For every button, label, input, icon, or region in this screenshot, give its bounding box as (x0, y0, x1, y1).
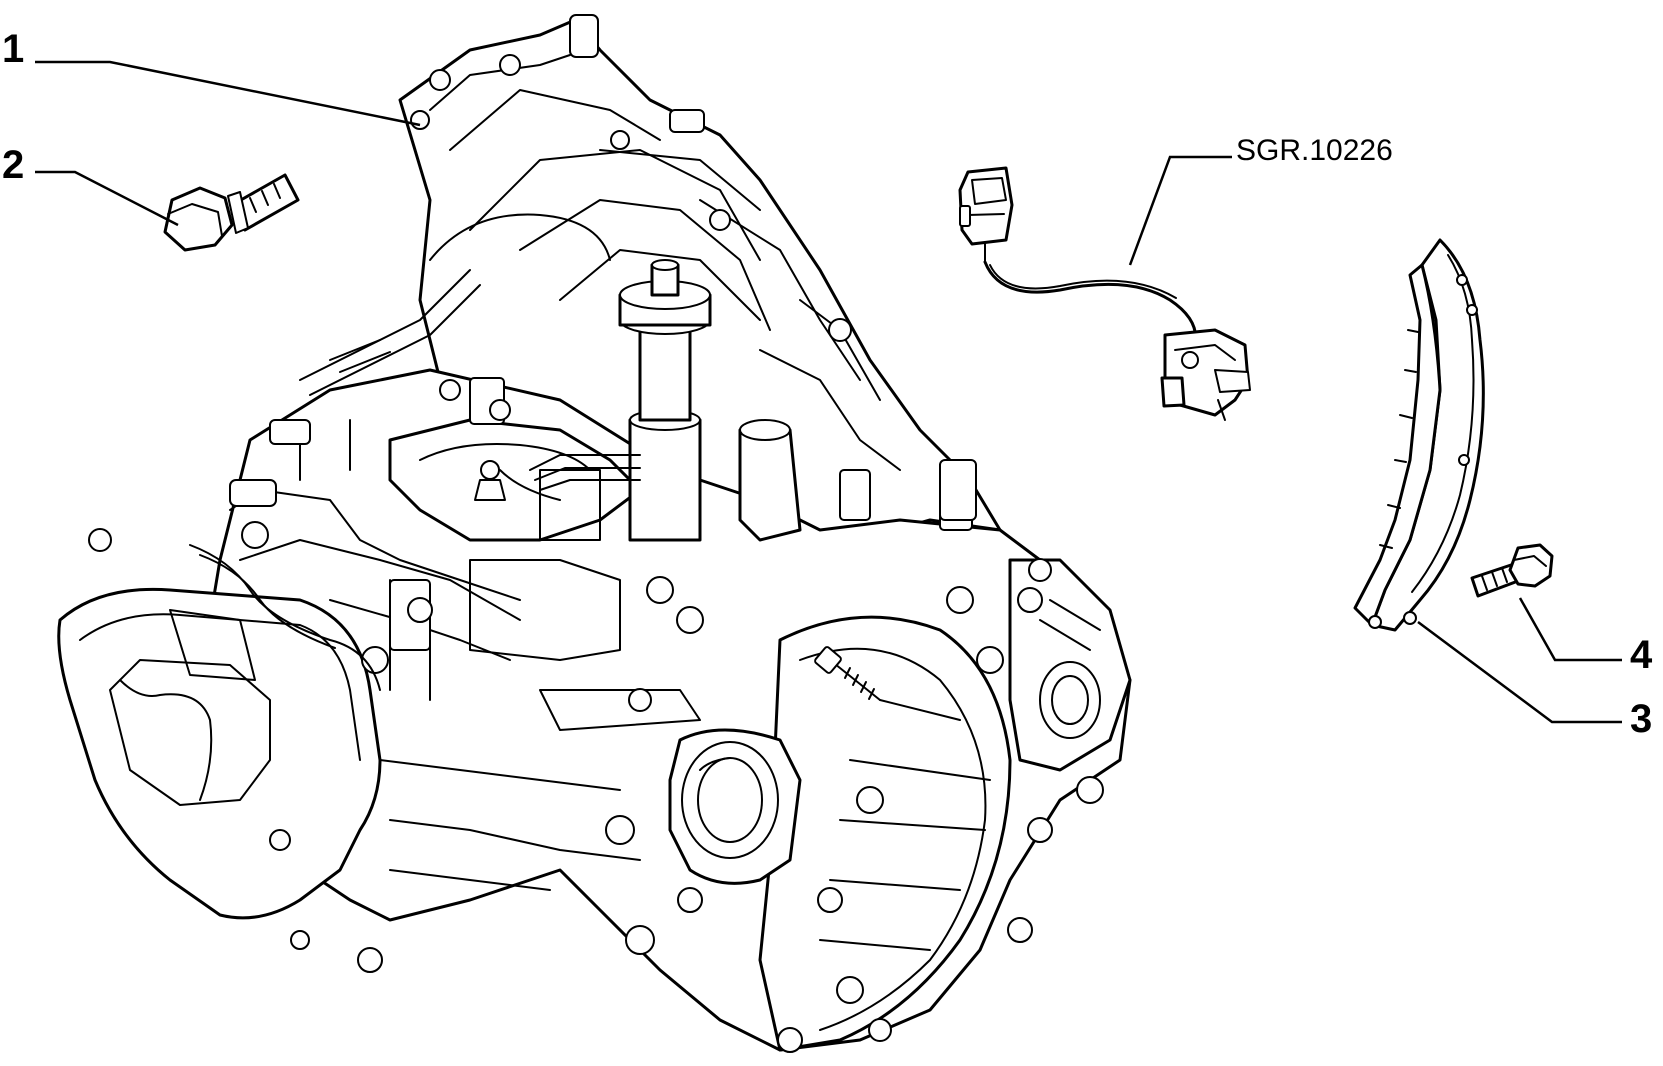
flange-bolt-large (163, 173, 300, 252)
leader-2 (35, 170, 179, 227)
leader-ref (1128, 155, 1232, 266)
flange-bolt-small (1470, 543, 1554, 598)
curved-guard-plate (1353, 238, 1485, 632)
callout-label-1: 1 (2, 27, 24, 71)
callout-label-4: 4 (1630, 633, 1653, 677)
gearbox-assembly (57, 14, 1132, 1053)
speed-sensor-with-harness (958, 166, 1251, 421)
leader-1 (35, 60, 421, 127)
callout-reference-label: SGR.10226 (1236, 134, 1393, 167)
callout-leaders (35, 60, 1622, 724)
leader-4 (1518, 597, 1622, 662)
callout-label-2: 2 (2, 143, 24, 187)
callout-label-3: 3 (1630, 697, 1652, 741)
leader-3 (1417, 620, 1622, 724)
